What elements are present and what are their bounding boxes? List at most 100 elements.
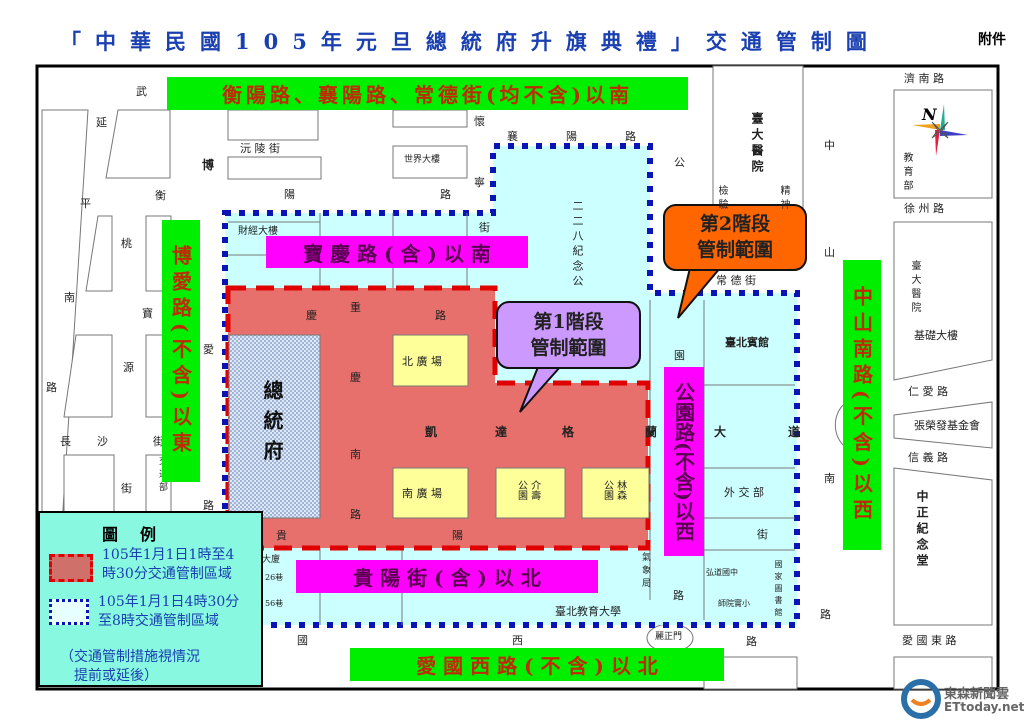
street-label: 格 (562, 425, 575, 439)
street-label: 博 (202, 158, 215, 172)
phase2-callout-box (663, 204, 807, 271)
street-label: 慶 (350, 371, 361, 384)
watermark-cn: 東森新聞雲 (944, 687, 1010, 702)
street-label: 武 (136, 85, 147, 98)
street-label: 檢驗 (716, 185, 727, 213)
compass-icon (912, 104, 968, 156)
street-label: 南 (64, 291, 75, 304)
street-label: 衡 (155, 189, 166, 202)
phase1-callout: 第1階段 管制範圍 (497, 309, 640, 361)
street-label: 寶 (142, 307, 153, 320)
street-label: 師院實小 (718, 599, 750, 608)
legend-note-line1: （交通管制措施視情況 (60, 649, 200, 665)
phase1-callout-box (496, 301, 641, 369)
street-label: 路 (820, 608, 831, 621)
street-label: 陽 (284, 188, 295, 201)
banner-aiguo-west-road: 愛 國 西 路 ( 不 含 ) 以 北 (350, 648, 724, 681)
street-label: 路 (625, 130, 636, 143)
street-label: 徐 州 路 (904, 202, 944, 215)
street-label: 財經大樓 (238, 226, 278, 237)
street-label: 懷 (474, 115, 485, 128)
street-label: 教育部 (901, 152, 912, 194)
street-label: 愛 (203, 343, 214, 356)
street-label: 長 (60, 435, 71, 448)
street-label: 56巷 (265, 599, 284, 608)
street-label: 愛 國 東 路 (902, 634, 957, 647)
street-label: 山 (824, 246, 835, 259)
street-label: 達 (495, 425, 508, 439)
street-label: 外 交 部 (724, 486, 764, 499)
street-label: 沅 陵 街 (240, 142, 280, 155)
street-label: 蘭 (645, 425, 658, 439)
north-plaza-label: 北 廣 場 (402, 355, 442, 368)
street-label: 路 (746, 635, 757, 648)
street-label: 國家圖書館 (774, 560, 783, 620)
legend-note: （交通管制措施視情況 提前或延後） (60, 648, 200, 686)
street-label: 街 (121, 482, 132, 495)
banner-baoqing-road: 寶 慶 路 ( 含 ) 以 南 (266, 236, 528, 268)
attachment-label: 附件 (978, 32, 1006, 48)
street-label: 二二八紀念公 (571, 200, 584, 290)
street-label: 路 (46, 381, 57, 394)
street-label: 26巷 (265, 573, 284, 582)
street-label: 源 (123, 361, 134, 374)
legend-phase2-line2: 至8時交通管制區域 (98, 613, 219, 629)
map-title: 「中華民國105年元旦總統府升旗典禮」交通管制圖 (60, 29, 881, 54)
watermark-en: ETtoday.net (944, 700, 1024, 714)
street-label: 街 (757, 528, 768, 541)
compass-north-label: N (921, 105, 938, 124)
street-label: 中 (824, 139, 835, 152)
legend-phase2-text: 105年1月1日4時30分 至8時交通管制區域 (98, 593, 239, 631)
legend-title: 圖例 (102, 525, 179, 544)
plazas (392, 334, 650, 519)
phase1-callout-line2: 管制範圍 (530, 337, 607, 359)
street-label: 中正紀念堂 (915, 490, 929, 570)
street-label: 大 (714, 425, 727, 439)
street-label: 道 (788, 425, 801, 439)
street-label: 張榮發基金會 (914, 419, 980, 432)
phase2-callout-line1: 第2階段 (699, 213, 771, 235)
street-label: 陽 (566, 130, 577, 143)
street-label: 襄 (507, 130, 518, 143)
street-label: 路 (673, 589, 684, 602)
phase1-callout-line1: 第1階段 (533, 311, 604, 333)
street-label: 寧 (474, 176, 485, 189)
banner-gongyuan-road: 公園路(不含)以西 (664, 367, 704, 556)
street-label: 平 (80, 197, 91, 210)
street-label: 路 (440, 188, 451, 201)
legend-phase2-line1: 105年1月1日4時30分 (98, 594, 240, 610)
legend-phase1-text: 105年1月1日1時至4 時30分交通管制區域 (102, 546, 234, 584)
legend-note-line2: 提前或延後） (74, 668, 158, 684)
street-label: 信 義 路 (908, 451, 948, 464)
street-label: 南 (350, 448, 361, 461)
banner-north-boundary: 衡陽路、襄陽路、常德街(均不含)以南 (167, 77, 688, 110)
linsen-park-label: 公 林 園 森 (604, 481, 628, 502)
street-label: 沙 (97, 435, 108, 448)
presidential-office-label: 總統府 (260, 380, 284, 470)
street-label: 重 (350, 301, 361, 314)
street-label: 貴 (276, 529, 287, 542)
street-label: 世界大樓 (404, 155, 441, 165)
street-label: 路 (203, 499, 214, 512)
legend-phase1-swatch (49, 554, 93, 582)
presidential-office-block (228, 334, 321, 519)
street-label: 臺北賓館 (725, 336, 769, 349)
phase2-callout: 第2階段 管制範圍 (664, 211, 806, 263)
street-label: 常 德 街 (716, 274, 756, 287)
legend-phase1-line2: 時30分交通管制區域 (102, 566, 232, 582)
banner-boai-road: 博愛路(不含)以東 (162, 220, 200, 482)
banner-zhongshan-south-road: 中山南路(不含)以西 (843, 260, 881, 550)
street-label: 大廈 (262, 555, 281, 565)
street-label: 基礎大樓 (914, 329, 958, 342)
street-label: 街 (479, 221, 490, 234)
phase2-callout-line2: 管制範圍 (696, 239, 773, 261)
street-label: 濟 南 路 (904, 72, 944, 85)
street-label: 路 (350, 508, 361, 521)
street-label: 國 (297, 634, 308, 647)
banner-guiyang-street: 貴 陽 街 ( 含 ) 以 北 (296, 560, 598, 593)
street-label: 園 (674, 349, 685, 362)
street-label: 公 (674, 156, 685, 169)
street-label: 陽 (452, 529, 463, 542)
street-label: 路 (435, 309, 446, 322)
street-label: 氣象局 (640, 552, 650, 591)
